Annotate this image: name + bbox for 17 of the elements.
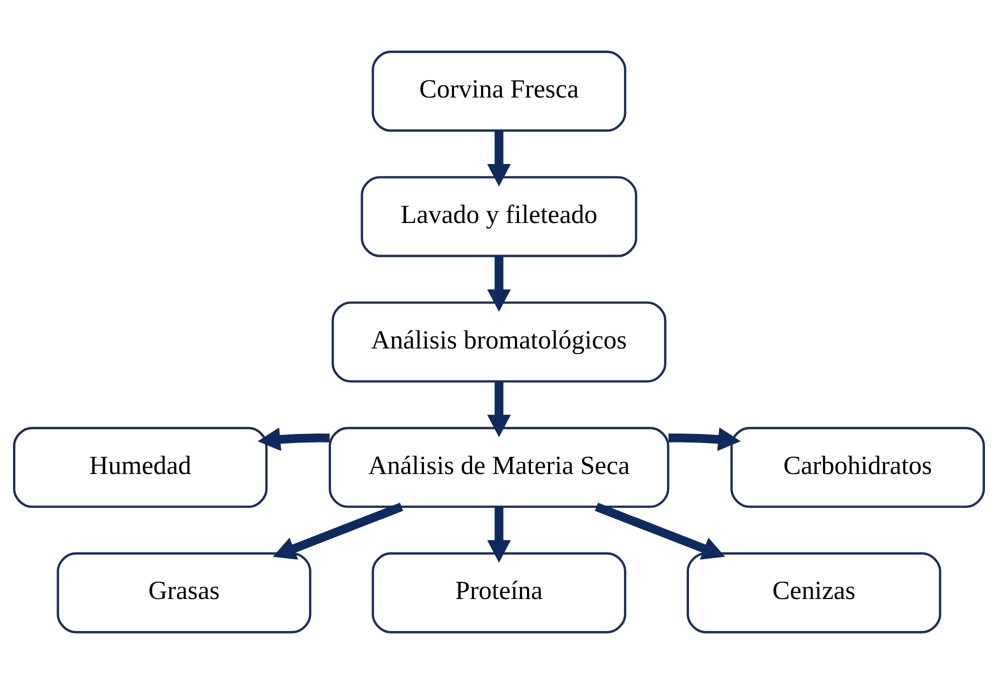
arrow	[487, 130, 511, 186]
arrow	[487, 381, 511, 437]
node-box: Humedad	[13, 426, 268, 508]
node-box: Análisis bromatológicos	[332, 300, 666, 382]
node-box: Lavado y fileteado	[360, 176, 638, 257]
arrow	[668, 427, 741, 451]
arrow	[258, 426, 330, 451]
node-box: Grasas	[56, 552, 312, 633]
node-box: Proteína	[372, 552, 626, 633]
node-box: Corvina Fresca	[372, 50, 626, 132]
node-box: Cenizas	[686, 552, 942, 633]
arrow	[594, 502, 726, 560]
node-box: Carbohidratos	[730, 426, 985, 508]
arrow	[272, 502, 404, 560]
arrow	[487, 256, 511, 312]
node-box: Análisis de Materia Seca	[328, 426, 670, 508]
arrow	[487, 506, 511, 562]
